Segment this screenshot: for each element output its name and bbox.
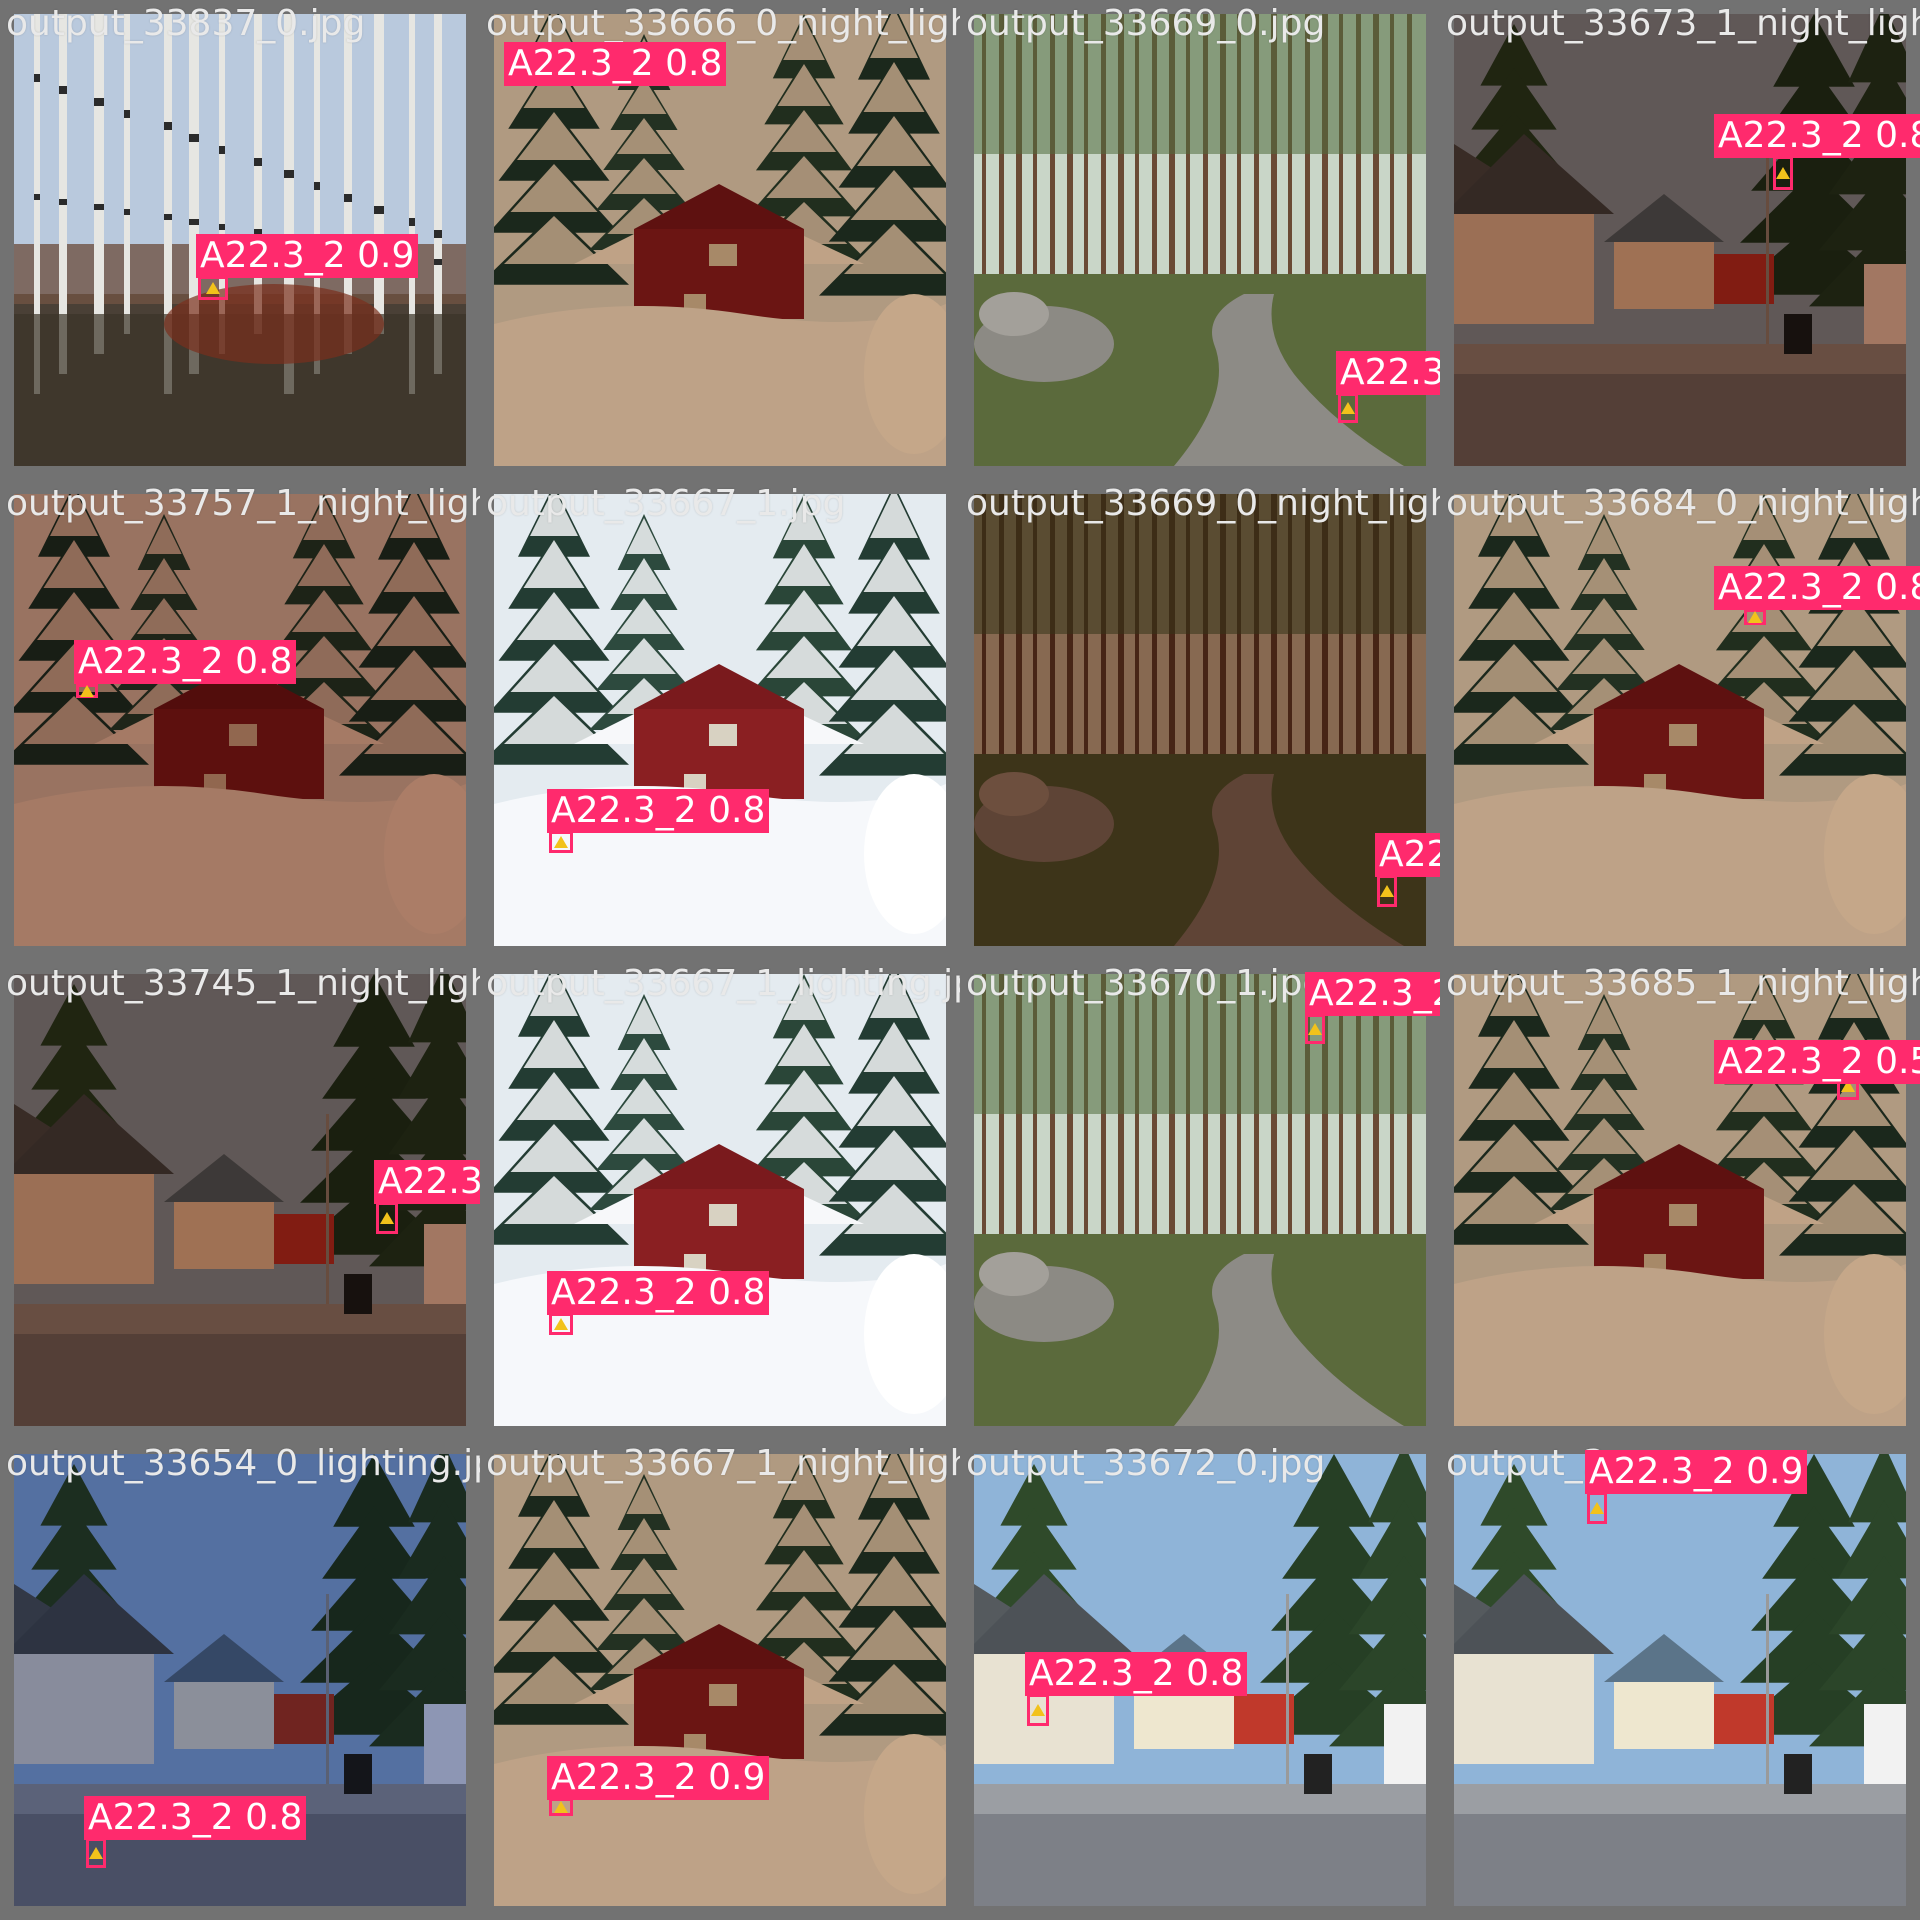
warning-sign-icon — [1748, 611, 1762, 623]
detection-label: A22.3_2 0.8 — [504, 42, 727, 86]
tile-filename: output_33684_0_night_light.jpg — [1446, 483, 1920, 524]
detection-box — [1377, 875, 1397, 907]
detection-box — [549, 1798, 573, 1816]
warning-sign-icon — [1380, 885, 1394, 897]
warning-sign-icon — [206, 282, 220, 294]
detection-label: A22.3_2 0.8 — [1025, 1652, 1248, 1696]
tile-filename: output_33667_1_lighting.jpg — [486, 963, 999, 1004]
detection-box — [376, 1202, 398, 1234]
tile-photo — [1454, 14, 1906, 466]
detection-label: A22.3_2 0.9 — [547, 1756, 770, 1800]
tile-photo — [14, 974, 466, 1426]
detection-label: A22.3_2 0.9 — [1585, 1450, 1808, 1494]
tile-filename: output_33654_0_lighting.jpg — [6, 1443, 519, 1484]
warning-sign-icon — [554, 1801, 568, 1813]
tint-overlay — [1454, 494, 1906, 946]
detection-label: A22.3_2 0.8 — [547, 1271, 770, 1315]
tile-filename: output_33745_1_night_light.jpg — [6, 963, 574, 1004]
warning-sign-icon — [1308, 1023, 1322, 1035]
tile-filename: output_33672_0.jpg — [966, 1443, 1326, 1484]
tile-filename: output_33667_1.jpg — [486, 483, 846, 524]
detection-label: A22.3_2 0.8 — [547, 789, 770, 833]
detection-box — [198, 276, 228, 300]
detection-label: A22.3_2 0.9 — [196, 234, 419, 278]
tile-filename: output_33669_0_night_light.jpg — [966, 483, 1534, 524]
detection-box — [86, 1838, 106, 1868]
detection-box — [549, 1313, 573, 1335]
tint-overlay — [494, 14, 946, 466]
tile-photo — [494, 974, 946, 1426]
detection-label: A22.3_2 0.8 — [1714, 114, 1920, 158]
warning-sign-icon — [1590, 1502, 1604, 1514]
tile-photo — [1454, 1454, 1906, 1906]
tint-overlay — [1454, 14, 1906, 466]
tile-photo — [974, 14, 1426, 466]
detection-label: A22.3_2 0.8 — [74, 640, 297, 684]
tile-filename: output_33673_1_night_light.jpg — [1446, 3, 1920, 44]
tile-photo — [494, 494, 946, 946]
warning-sign-icon — [1031, 1704, 1045, 1716]
detection-box — [1773, 156, 1793, 190]
warning-sign-icon — [380, 1212, 394, 1224]
warning-sign-icon — [80, 685, 94, 697]
tile-filename: output_33667_1_night_light.jpg — [486, 1443, 1054, 1484]
detection-box — [76, 684, 98, 698]
detection-label: A22.3_2 0.8 — [84, 1796, 307, 1840]
tile-photo — [1454, 974, 1906, 1426]
tile-photo — [1454, 494, 1906, 946]
warning-sign-icon — [554, 1318, 568, 1330]
detection-box — [1338, 393, 1358, 423]
warning-sign-icon — [554, 836, 568, 848]
tint-overlay — [14, 494, 466, 946]
tile-filename: output_33837_0.jpg — [6, 3, 366, 44]
detection-box — [1027, 1694, 1049, 1726]
tile-photo — [494, 14, 946, 466]
tile-photo — [974, 494, 1426, 946]
tile-filename: output_33666_0_night_light.jpg — [486, 3, 1054, 44]
tint-overlay — [974, 494, 1426, 946]
detection-label: A22.3_2 0.8 — [1714, 566, 1920, 610]
warning-sign-icon — [1341, 402, 1355, 414]
tile-photo — [974, 974, 1426, 1426]
detection-box — [1305, 1014, 1325, 1044]
tile-filename: output_33685_1_night_light.jpg — [1446, 963, 1920, 1004]
detection-box — [549, 831, 573, 853]
warning-sign-icon — [1776, 167, 1790, 179]
tile-filename: output_33757_1_night_light.jpg — [6, 483, 574, 524]
tile-filename: output_33670_1.jpg — [966, 963, 1326, 1004]
detection-label: A22.3_2 0.5 — [1714, 1040, 1920, 1084]
tile-filename: output_33669_0.jpg — [966, 3, 1326, 44]
tint-overlay — [494, 1454, 946, 1906]
detection-box — [1587, 1492, 1607, 1524]
tile-photo — [14, 494, 466, 946]
tile-filename: output_3 — [1446, 1443, 1606, 1484]
tile-photo — [494, 1454, 946, 1906]
detection-box — [1744, 609, 1766, 625]
warning-sign-icon — [89, 1847, 103, 1859]
